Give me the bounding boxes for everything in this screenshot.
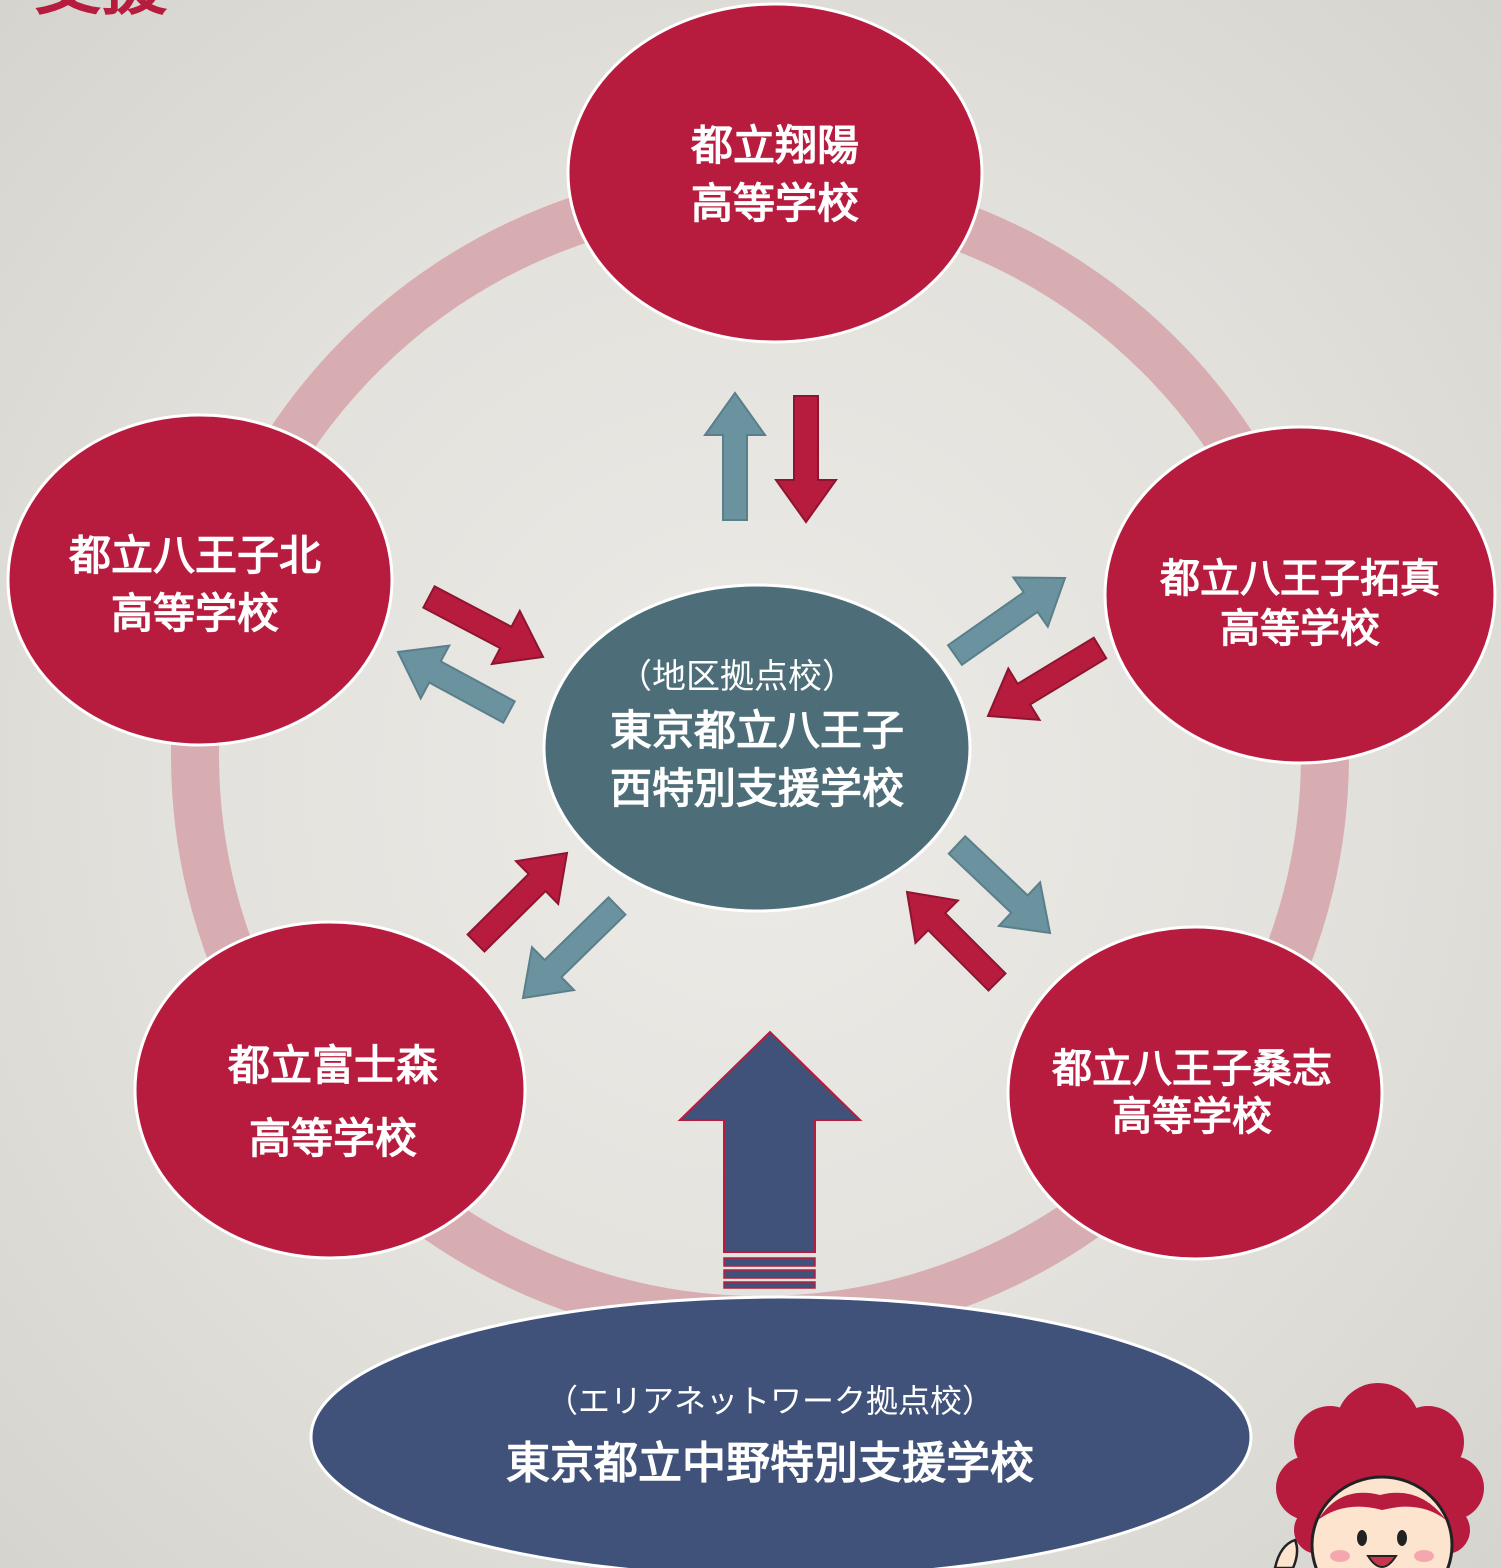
school-name-line2: 高等学校 [1220, 606, 1380, 652]
school-name-line1: 都立翔陽 [690, 121, 859, 170]
arrow-to-soshi [947, 834, 1052, 935]
hub-role: （地区拠点校） [618, 657, 856, 697]
school-name-line1: 都立富士森 [227, 1041, 439, 1090]
school-node-shoyo: 都立翔陽 高等学校 [566, 2, 984, 344]
school-name-line2: 高等学校 [111, 589, 279, 638]
school-name-line1: 都立八王子拓真 [1159, 556, 1440, 602]
hub-name-line2: 西特別支援学校 [610, 764, 904, 813]
school-name-line2: 高等学校 [691, 179, 859, 228]
school-node-hachioji-kita: 都立八王子北 高等学校 [6, 413, 394, 747]
school-name-line1: 都立八王子桑志 [1051, 1046, 1332, 1092]
arrow-from-soshi [905, 890, 1007, 992]
area-hub-name: 東京都立中野特別支援学校 [506, 1438, 1034, 1489]
arrow-to-kita [396, 644, 517, 724]
school-name-line1: 都立八王子北 [68, 531, 321, 580]
school-name-line2: 高等学校 [1112, 1094, 1272, 1140]
school-node-fujimori: 都立富士森 高等学校 [133, 920, 527, 1260]
school-node-hachioji-soshi: 都立八王子桑志 高等学校 [1006, 925, 1384, 1261]
hub-name-line1: 東京都立八王子 [610, 706, 904, 755]
arrow-to-takushin [946, 576, 1067, 667]
school-name-line2: 高等学校 [249, 1114, 417, 1163]
arrow-from-shoyo [774, 395, 838, 524]
area-hub-node: （エリアネットワーク拠点校） 東京都立中野特別支援学校 [309, 1295, 1253, 1568]
arrow-to-shoyo [703, 391, 767, 521]
page-title: 支援 [35, 0, 168, 24]
mascot-icon [1273, 1383, 1484, 1568]
area-support-arrow [677, 1030, 863, 1289]
area-hub-role: （エリアネットワーク拠点校） [546, 1382, 994, 1420]
hub-node: （地区拠点校） 東京都立八王子 西特別支援学校 [542, 583, 972, 913]
arrow-from-fujimori [466, 851, 569, 953]
arrow-from-takushin [986, 636, 1108, 721]
arrow-to-fujimori [521, 895, 627, 1000]
arrow-from-kita [422, 585, 545, 666]
school-node-hachioji-takushin: 都立八王子拓真 高等学校 [1103, 425, 1497, 765]
arrows [396, 391, 1108, 1000]
